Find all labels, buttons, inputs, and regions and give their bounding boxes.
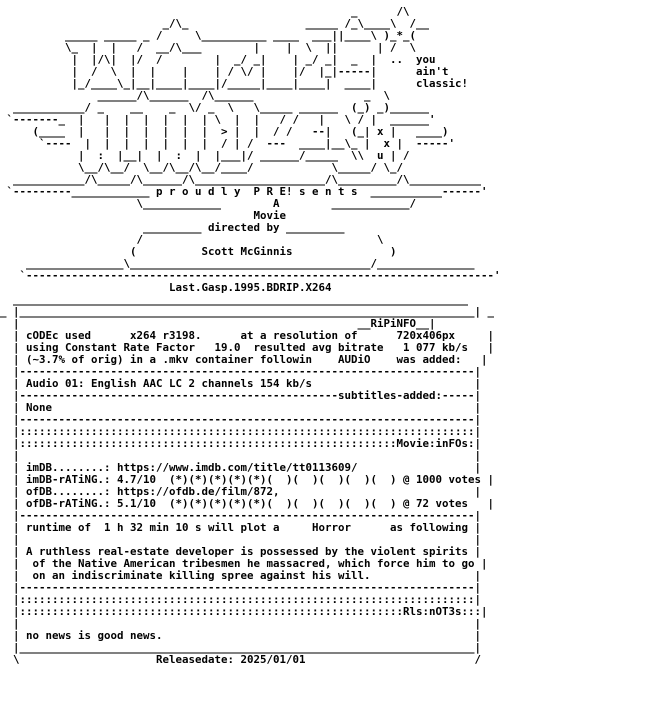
nfo-line: | A ruthless real-estate developer is po… [0,545,482,558]
nfo-line: `-------_ | | | | | | | \ | | / / | \ / … [0,113,436,126]
nfo-line: |---------------------------------------… [0,389,482,402]
nfo-line: | imDB-rATiNG.: 4.7/10 (*)(*)(*)(*)(*)( … [0,473,495,486]
nfo-line: | / \ | | | | / \/ | |/ |_|-----| ain't [0,65,449,78]
nfo-line: ( Scott McGinnis ) [0,245,397,258]
nfo-line: _ /\ [0,5,410,18]
nfo-line: | no news is good news. | [0,629,482,642]
nfo-line: |:::::::::::::::::::::::::::::::::::::::… [0,593,482,606]
nfo-line: \__/\__/ \__/\__/\__/____/ \_____/ \_/ [0,161,404,174]
nfo-line: Movie [0,209,287,222]
nfo-line: | using Constant Rate Factor 19.0 result… [0,341,495,354]
nfo-line: Last.Gasp.1995.BDRIP.X264 [0,281,332,294]
nfo-line: / \ [0,233,384,246]
nfo-line: | None | [0,401,482,414]
nfo-line: \ Releasedate: 2025/01/01 / [0,653,482,666]
nfo-line: | ofDB-rATiNG.: 5.1/10 (*)(*)(*)(*)(*)( … [0,497,495,510]
nfo-line: |:::::::::::::::::::::::::::::::::::::::… [0,425,482,438]
nfo-line: ___________/\_____/\______/\____________… [0,173,482,186]
nfo-line: | | [0,617,482,630]
nfo-line: \_ | | / __/\___ | | \ || | / \ [0,41,417,54]
nfo-line: | | [0,533,482,546]
nfo-line: |---------------------------------------… [0,365,482,378]
nfo-line: |---------------------------------------… [0,413,482,426]
nfo-line: ________________________________________… [0,293,469,306]
nfo-line: `---- | | | | | | | / | / --- ____|__\_ … [0,137,456,150]
nfo-line: | imDB........: https://www.imdb.com/tit… [0,461,482,474]
nfo-line: _/\_ _____ /_\____\ /__ [0,17,430,30]
nfo-line: | __RiPiNFO__| [0,317,436,330]
nfo-line: | Audio 01: English AAC LC 2 channels 15… [0,377,482,390]
nfo-line: \____________ A ____________/ [0,197,417,210]
nfo-line: |_______________________________________… [0,641,482,654]
nfo-line: _____ _____ _ / \__________ ____ ___||__… [0,29,417,42]
nfo-line: |:::::::::::::::::::::::::::::::::::::::… [0,437,482,450]
nfo-line: | cODEc used x264 r3198. at a resolution… [0,329,495,342]
nfo-line: | | [0,449,482,462]
nfo-line: _______________\________________________… [0,257,475,270]
nfo-line: | runtime of 1 h 32 min 10 s will plot a… [0,521,482,534]
nfo-line: | (~3.7% of orig) in a .mkv container fo… [0,353,488,366]
nfo-line: `---------____________ p r o u d l y P R… [0,185,488,198]
nfo-line: | |/\| |/ / | _/ _| | _/ _| _ | .. you [0,53,436,66]
nfo-line: | on an indiscriminate killing spree aga… [0,569,482,582]
nfo-line: ___________/ _ __ _ \/ _ \ \_____ ______… [0,101,430,114]
nfo-line: _ |_____________________________________… [0,305,495,318]
nfo-line: | of the Native American tribesmen he ma… [0,557,488,570]
nfo-line: | : |__| | : | |___|/ ______/_____ \\ u … [0,149,410,162]
nfo-line: |:::::::::::::::::::::::::::::::::::::::… [0,605,488,618]
nfo-line: _________ directed by _________ [0,221,345,234]
nfo-line: |---------------------------------------… [0,581,482,594]
nfo-line: ______/\______ /\______ _ \ [0,89,391,102]
nfo-line: | ofDB........: https://ofdb.de/film/872… [0,485,482,498]
nfo-line: |---------------------------------------… [0,509,482,522]
nfo-line: (____ | | | | | | | > | | / / --| (_| x … [0,125,449,138]
nfo-line: |_/____\_|__|____|____|/_____|____|____|… [0,77,469,90]
nfo-line: `---------------------------------------… [0,269,501,282]
